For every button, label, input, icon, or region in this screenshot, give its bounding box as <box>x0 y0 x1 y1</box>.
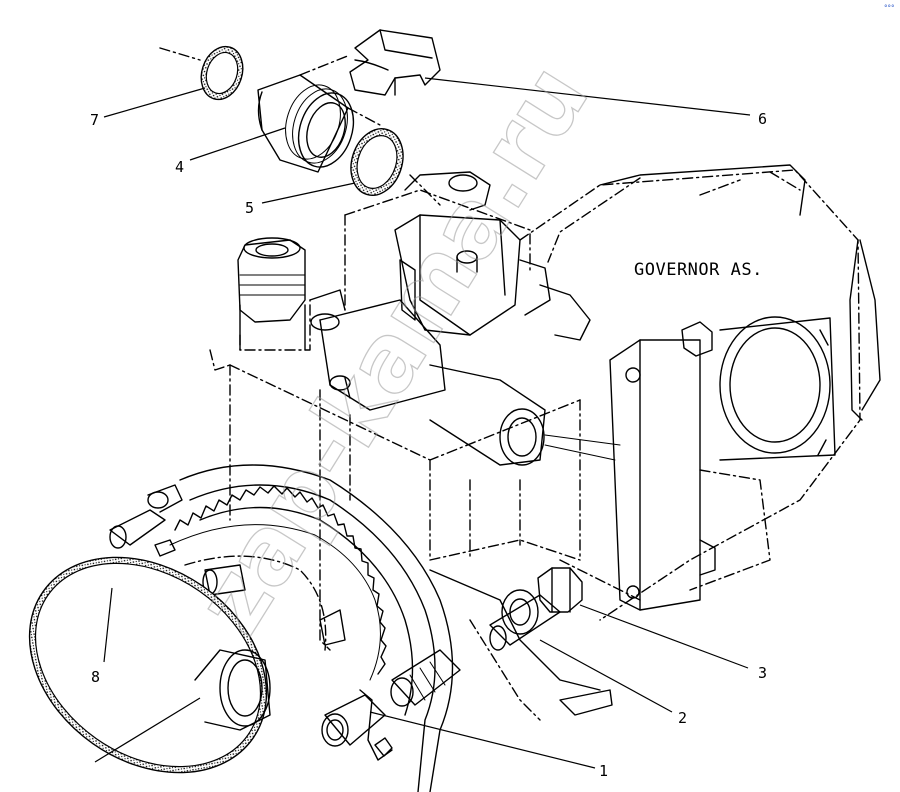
callout-numbers: 7 4 5 6 8 1 2 3 <box>90 110 767 780</box>
callout-8: 8 <box>91 668 100 686</box>
pump-body <box>209 189 613 721</box>
threaded-stud <box>390 649 461 707</box>
callout-7: 7 <box>90 111 99 129</box>
stud-fittings <box>109 484 246 596</box>
part-7-o-ring <box>200 45 244 101</box>
corner-speck-icon: °°° <box>884 4 895 12</box>
part-2-washer <box>501 589 539 635</box>
leader-lines <box>94 77 751 769</box>
part-4-sleeve <box>257 74 355 173</box>
part-8-gasket <box>28 556 268 774</box>
part-5-o-ring <box>350 128 404 196</box>
stud-bolt <box>489 594 561 651</box>
gear-hub <box>194 649 271 731</box>
part-1-fitting <box>321 694 386 747</box>
callout-3: 3 <box>758 664 767 682</box>
governor-housing <box>519 164 881 621</box>
callout-2: 2 <box>678 709 687 727</box>
part-6-clip <box>349 29 441 96</box>
callout-5: 5 <box>245 199 254 217</box>
upper-fittings <box>237 171 621 466</box>
callout-4: 4 <box>175 158 184 176</box>
assembly-label: GOVERNOR AS. <box>634 260 763 280</box>
callout-6: 6 <box>758 110 767 128</box>
callout-1: 1 <box>599 762 608 780</box>
part-3-nut <box>537 567 583 613</box>
